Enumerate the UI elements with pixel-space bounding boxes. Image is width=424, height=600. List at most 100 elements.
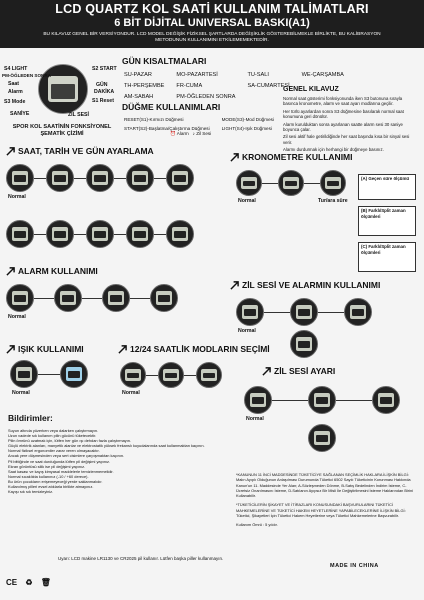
normal-label: Normal	[238, 198, 256, 204]
watch-icon	[196, 362, 222, 388]
normal-label: Normal	[8, 314, 26, 320]
general-item: Zil sesi aktif hale getirildiğinde her s…	[283, 134, 410, 145]
note-item: Kayışı sık sık temizleyiniz.	[8, 489, 54, 495]
watch-icon	[166, 164, 194, 192]
lap-label: Tur/ara süre	[318, 198, 348, 204]
note-item: Normal sıcaklıkta kullanınız (-10 / +60 …	[8, 473, 89, 479]
legend: ⏰ Alarm ♪ Zil Sesi	[170, 131, 212, 136]
watch-icon	[126, 220, 154, 248]
normal-label: Normal	[246, 416, 264, 422]
intro-text: BU KILAVUZ GENEL BİR VERSİYONDUR. LCD MO…	[43, 32, 381, 43]
schematic-label: ZİL SESİ	[68, 112, 89, 118]
general-item: Her türlü ayarlardan sonra S3 düğmesine …	[283, 108, 404, 120]
alarm-icon: ⏰	[170, 131, 176, 136]
normal-label: Normal	[12, 390, 30, 396]
schematic-label: GÜN	[96, 82, 108, 88]
watch-icon	[60, 360, 88, 388]
general-title: GENEL KILAVUZ	[283, 86, 339, 93]
chrono-box-c: (C) Farklı/Split zaman ölçümleri	[358, 242, 416, 272]
schematic-label: DAKİKA	[94, 89, 115, 95]
note-item: Güçlü elektrik alanları, manyetik alanla…	[8, 443, 205, 449]
battery-warning: Uyarı: LCD makine LR1130 ve CR2025 pil k…	[58, 556, 224, 561]
normal-label: Normal	[238, 328, 256, 334]
watch-icon	[344, 298, 372, 326]
light-section-title: IŞIK KULLANIMI	[6, 344, 84, 354]
watch-icon	[126, 164, 154, 192]
page-subtitle: 6 BİT DİJİTAL UNIVERSAL BASKI(A1)	[114, 17, 310, 29]
schematic: S4 LIGHT PM-ÖĞLEDEN SONRA Saat Alarm S3 …	[2, 52, 122, 152]
watch-icon	[290, 298, 318, 326]
chrono-box-b: (B) Farklı/Split zaman ölçümleri	[358, 206, 416, 236]
note-item: Bu ürün çocukların erişemeyeceği yerde s…	[8, 478, 103, 484]
watch-icon	[6, 164, 34, 192]
buttons-section-title: DÜĞME KULLANIMLARI	[122, 102, 221, 112]
general-guide: GENEL KILAVUZ Normal saat gösterimi fonk…	[283, 86, 418, 155]
watch-icon	[372, 386, 400, 414]
legal-paragraph: *TÜKETİCİLERİN ŞİKAYET VE İTİRAZLARI KON…	[236, 502, 406, 519]
note-item: Saat kasası ve kayış kimyasal maddelerle…	[8, 468, 114, 474]
watch-icon	[308, 424, 336, 452]
light-diagram: Normal	[4, 356, 114, 412]
watch-icon	[6, 220, 34, 248]
note-item: Uzun vadede sık kullanım pilin gücünü tü…	[8, 433, 97, 439]
bin-icon: 🗑	[40, 578, 51, 587]
legal-text: *KANUNUN 11 İNCİ MADDESİNDE TÜKETİCİYE S…	[236, 472, 416, 528]
schematic-label: SANİYE	[10, 111, 30, 117]
watch-icon	[46, 164, 74, 192]
recycle-icon: ♻	[25, 578, 33, 587]
note-item: Ekran görüntüsü silik ise pil değişimi y…	[8, 463, 86, 469]
bell2-section-title: ZİL SESİ AYARI	[262, 366, 335, 376]
settings-arrow-icon	[262, 366, 271, 376]
watch-icon	[244, 386, 272, 414]
watch-icon	[86, 220, 114, 248]
bell-diagram: Normal	[230, 294, 420, 360]
chrono-diagram: Normal Tur/ara süre (A) Geçen süre ölçüm…	[230, 166, 420, 276]
certification-marks: CE ♻ 🗑	[6, 578, 51, 587]
mode12-section-title: 12/24 SAATLİK MODLARIN SEÇİMİ	[118, 344, 270, 354]
watch-icon	[46, 220, 74, 248]
time-section-title: SAAT, TARİH VE GÜN AYARLAMA	[6, 146, 154, 156]
schematic-label: Saat	[8, 81, 19, 87]
bell-section-title: ZİL SESİ VE ALARMIN KULLANIMI	[230, 280, 380, 290]
watch-icon	[6, 284, 34, 312]
schematic-label: PM-ÖĞLEDEN SONRA	[2, 73, 52, 78]
header-banner: LCD QUARTZ KOL SAATİ KULLANIM TALİMATLAR…	[0, 0, 424, 48]
watch-icon	[120, 362, 146, 388]
watch-icon	[86, 164, 114, 192]
ce-mark-icon: CE	[6, 578, 18, 587]
normal-label: Normal	[8, 194, 26, 200]
settings-arrow-icon	[6, 146, 15, 156]
watch-icon	[278, 170, 304, 196]
settings-arrow-icon	[6, 266, 15, 276]
watch-icon	[236, 170, 262, 196]
bell2-diagram: Normal	[236, 378, 420, 458]
schematic-label: S2 START	[92, 66, 117, 72]
watch-icon	[102, 284, 130, 312]
watch-icon	[150, 284, 178, 312]
lifetime-note: Kullanım Ömrü : 5 yıldır.	[236, 522, 278, 528]
settings-arrow-icon	[230, 152, 239, 162]
page-title: LCD QUARTZ KOL SAATİ KULLANIM TALİMATLAR…	[55, 2, 369, 16]
settings-arrow-icon	[118, 344, 127, 354]
notes-list: Suyun altında yüzerken veya dalarken çal…	[8, 428, 223, 494]
settings-arrow-icon	[6, 344, 15, 354]
watch-icon	[320, 170, 346, 196]
schematic-watch-icon	[38, 64, 88, 114]
watch-icon	[166, 220, 194, 248]
watch-icon	[290, 330, 318, 358]
general-item: Normal saat gösterimi fonksiyonunda iken…	[283, 96, 403, 107]
alarm-diagram: Normal	[4, 280, 226, 340]
settings-arrow-icon	[230, 280, 239, 290]
time-diagram: Normal	[4, 160, 226, 260]
general-item: Alarmı durdurmak için herhangi bir düğme…	[283, 147, 384, 153]
watch-icon	[236, 298, 264, 326]
schematic-label: Alarm	[8, 89, 23, 95]
watch-icon	[308, 386, 336, 414]
bell-icon: ♪	[192, 131, 195, 136]
note-item: Pil bittiğinde ve saat durduğunda lütfen…	[8, 458, 111, 464]
made-in-label: MADE IN CHINA	[330, 563, 379, 569]
days-section-title: GÜN KISALTMALARI	[122, 56, 207, 66]
watch-icon	[54, 284, 82, 312]
